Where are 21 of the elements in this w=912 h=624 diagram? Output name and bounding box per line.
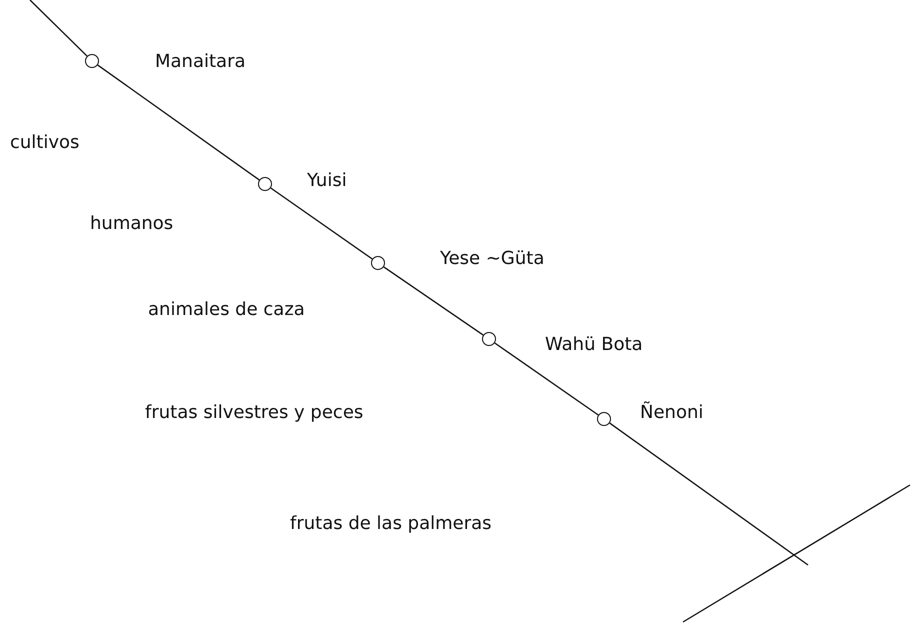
node-label: Yuisi [307,170,347,192]
node-label: Ñenoni [640,402,704,424]
line [494,342,599,416]
node-circle [482,332,496,346]
line [609,422,808,566]
node-label: Yese ~Güta [440,248,544,270]
category-label: cultivos [10,132,80,154]
node-circle [597,412,611,426]
category-label: humanos [90,213,174,235]
node-circle [371,256,385,270]
line [30,0,88,57]
line [97,64,260,180]
category-label: frutas de las palmeras [290,513,492,535]
node-label: Manaitara [155,51,246,73]
line [383,266,484,336]
category-label: frutas silvestres y peces [145,402,364,424]
category-label: animales de caza [148,299,305,321]
node-circle [258,177,272,191]
line [270,187,373,260]
node-label: Wahü Bota [545,334,643,356]
node-circle [85,54,99,68]
